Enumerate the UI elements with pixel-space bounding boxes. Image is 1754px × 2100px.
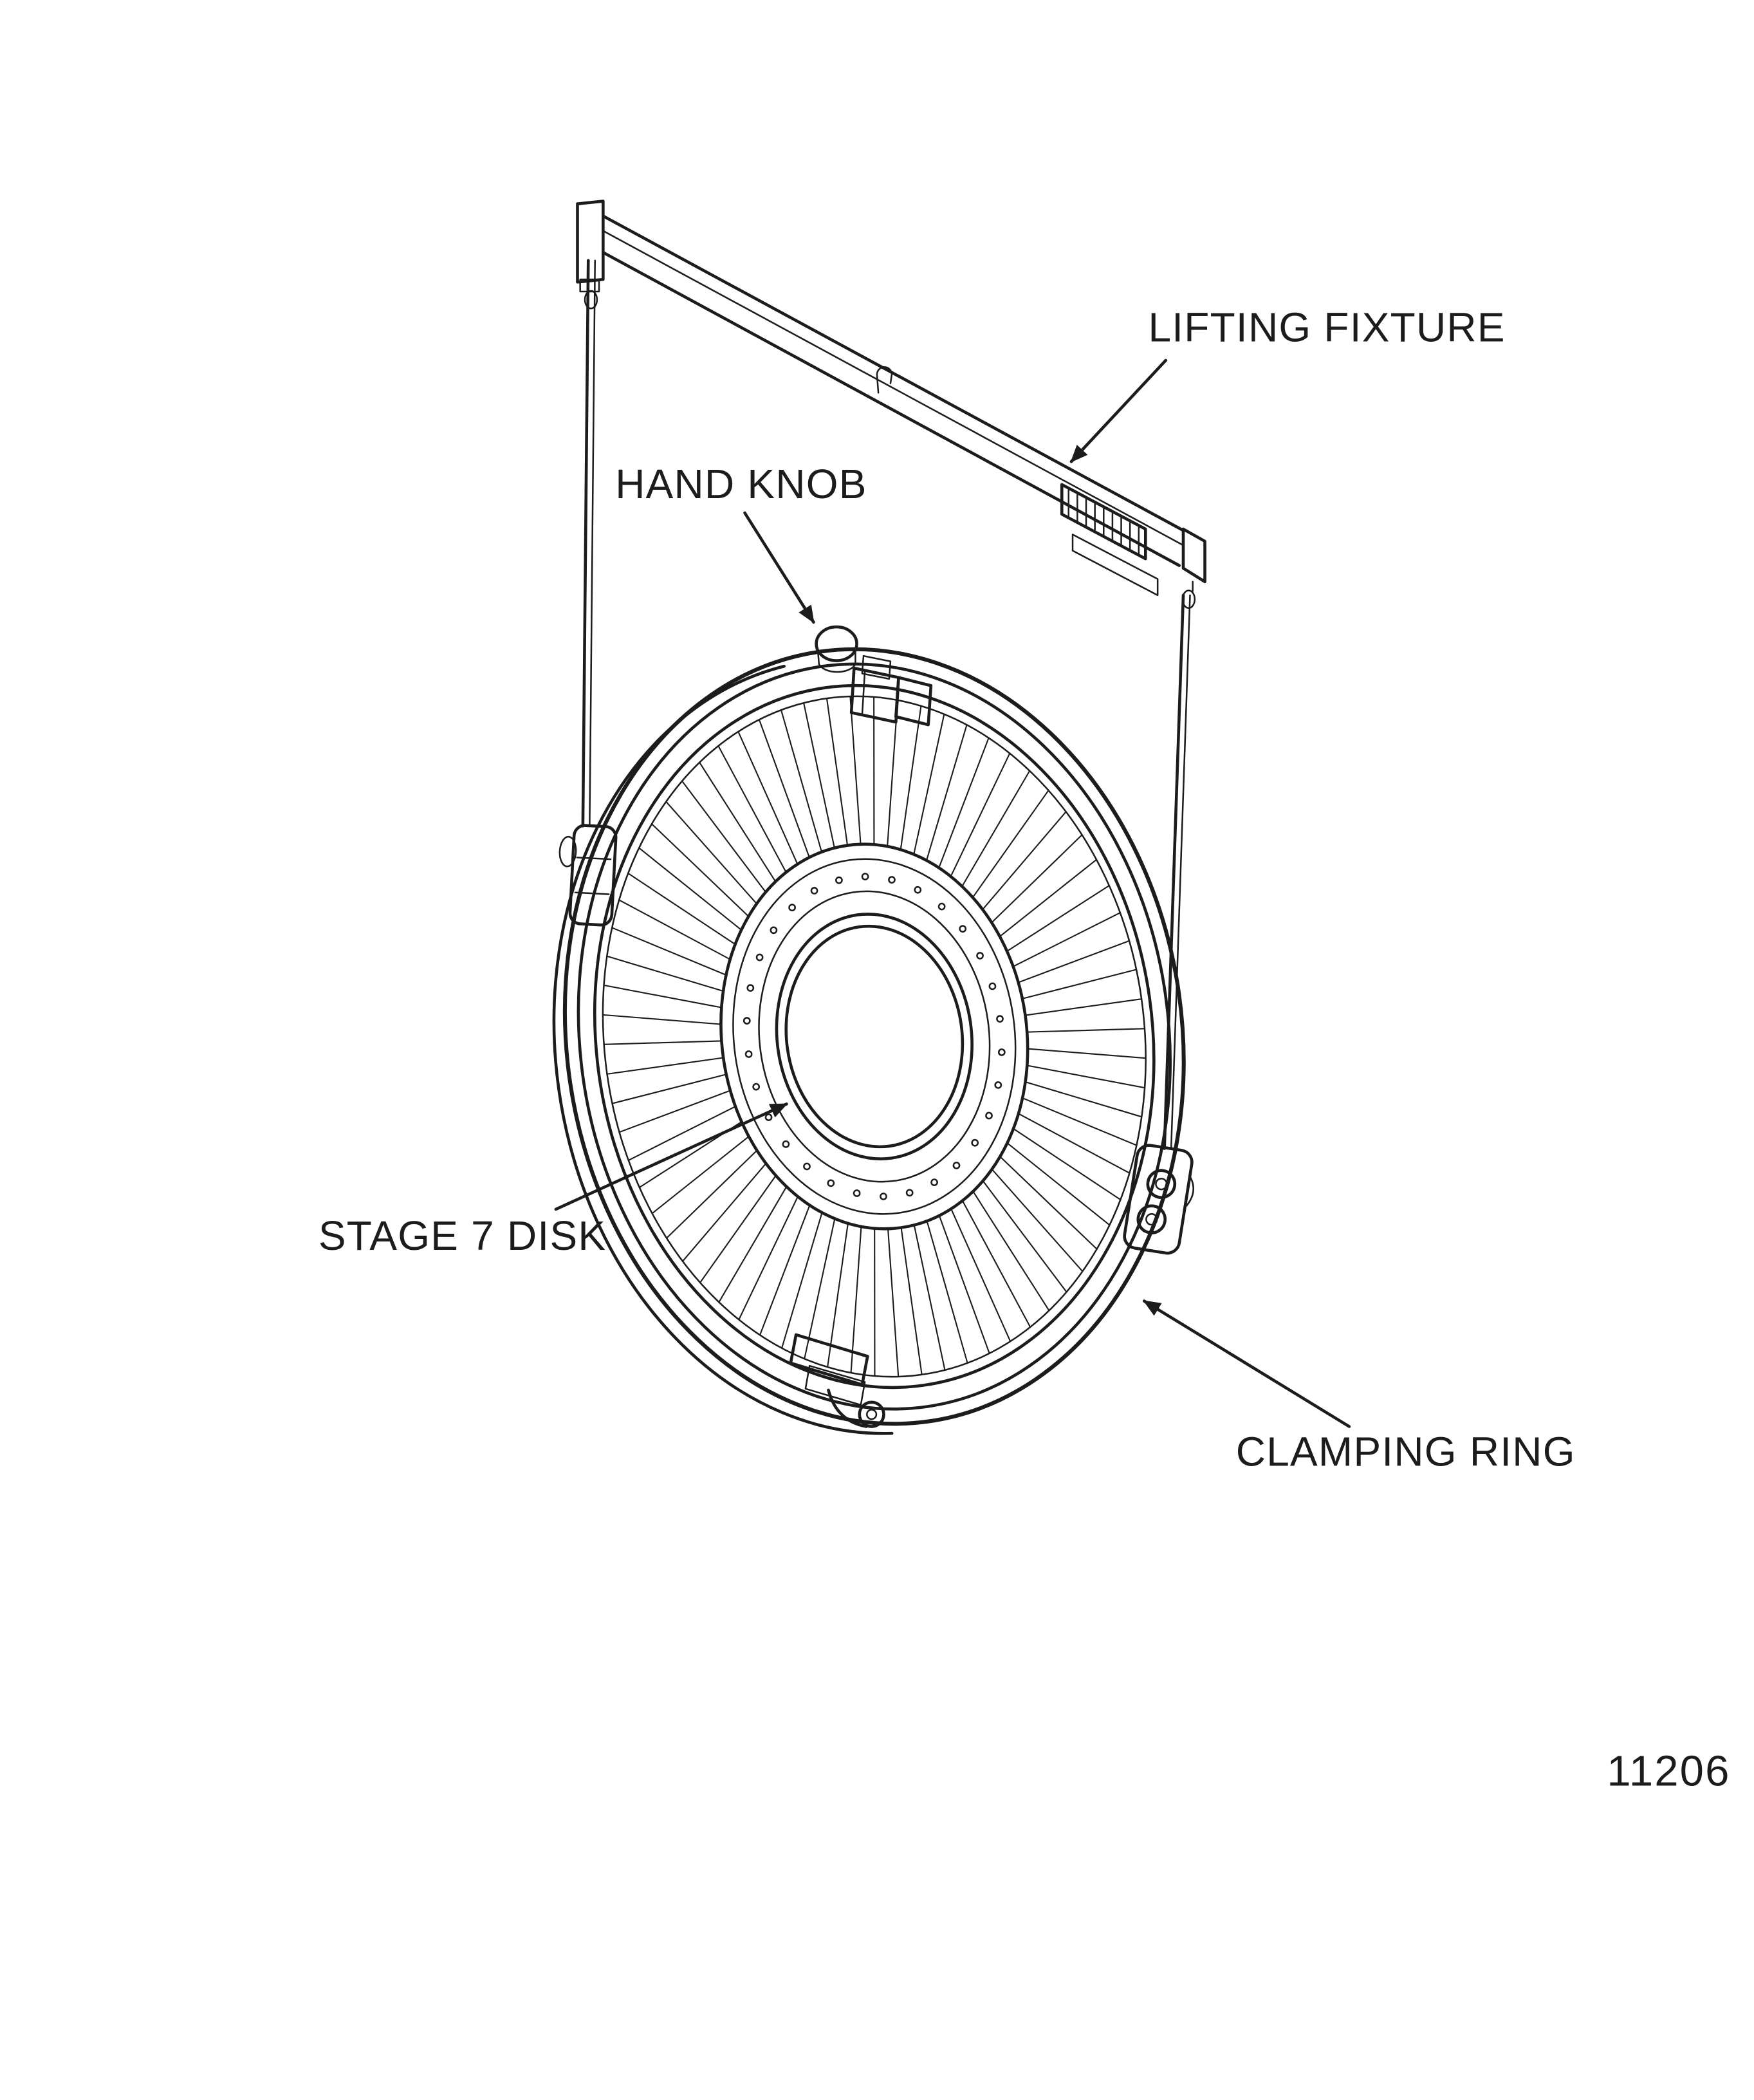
hand-knob-leader [743, 511, 815, 624]
stage-7-disk-leader [554, 1102, 788, 1211]
figure-number: 11206 [1607, 1747, 1730, 1795]
right-clamp-latch [1123, 1144, 1194, 1255]
hand-knob-label: HAND KNOB [615, 461, 867, 507]
lifting-fixture-label: LIFTING FIXTURE [1148, 304, 1505, 351]
disk-blades [602, 696, 1146, 1377]
hub-outer-ring [719, 842, 1029, 1231]
clamping-ring-label: CLAMPING RING [1236, 1428, 1576, 1474]
bottom-clamp-latch [789, 1333, 885, 1428]
beam-data-plate-hatching [1067, 489, 1140, 555]
center-bore-outer [775, 913, 974, 1160]
blade-rim-outer [593, 683, 1156, 1389]
clamping-ring-thickness [552, 664, 894, 1435]
hoist-hook-pin [876, 366, 893, 394]
lifting-beam [576, 200, 1206, 609]
beam-data-plate [1060, 483, 1147, 561]
right-cable [1163, 593, 1185, 1150]
stage-7-disk-label: STAGE 7 DISK [318, 1213, 606, 1259]
clamping-ring-leader [1142, 1299, 1351, 1428]
left-cable-bracket [559, 824, 618, 927]
suspension-cables [581, 259, 1191, 1150]
left-cable [581, 259, 590, 828]
hub-bolt-circle [743, 873, 1006, 1200]
hand-knob [815, 625, 933, 727]
clamping-ring-inner-edge [577, 662, 1172, 1411]
lifting-fixture-leader [1069, 358, 1168, 463]
center-bore-inner [784, 924, 965, 1149]
stage-7-disk [552, 647, 1186, 1435]
leader-lines [554, 358, 1351, 1428]
